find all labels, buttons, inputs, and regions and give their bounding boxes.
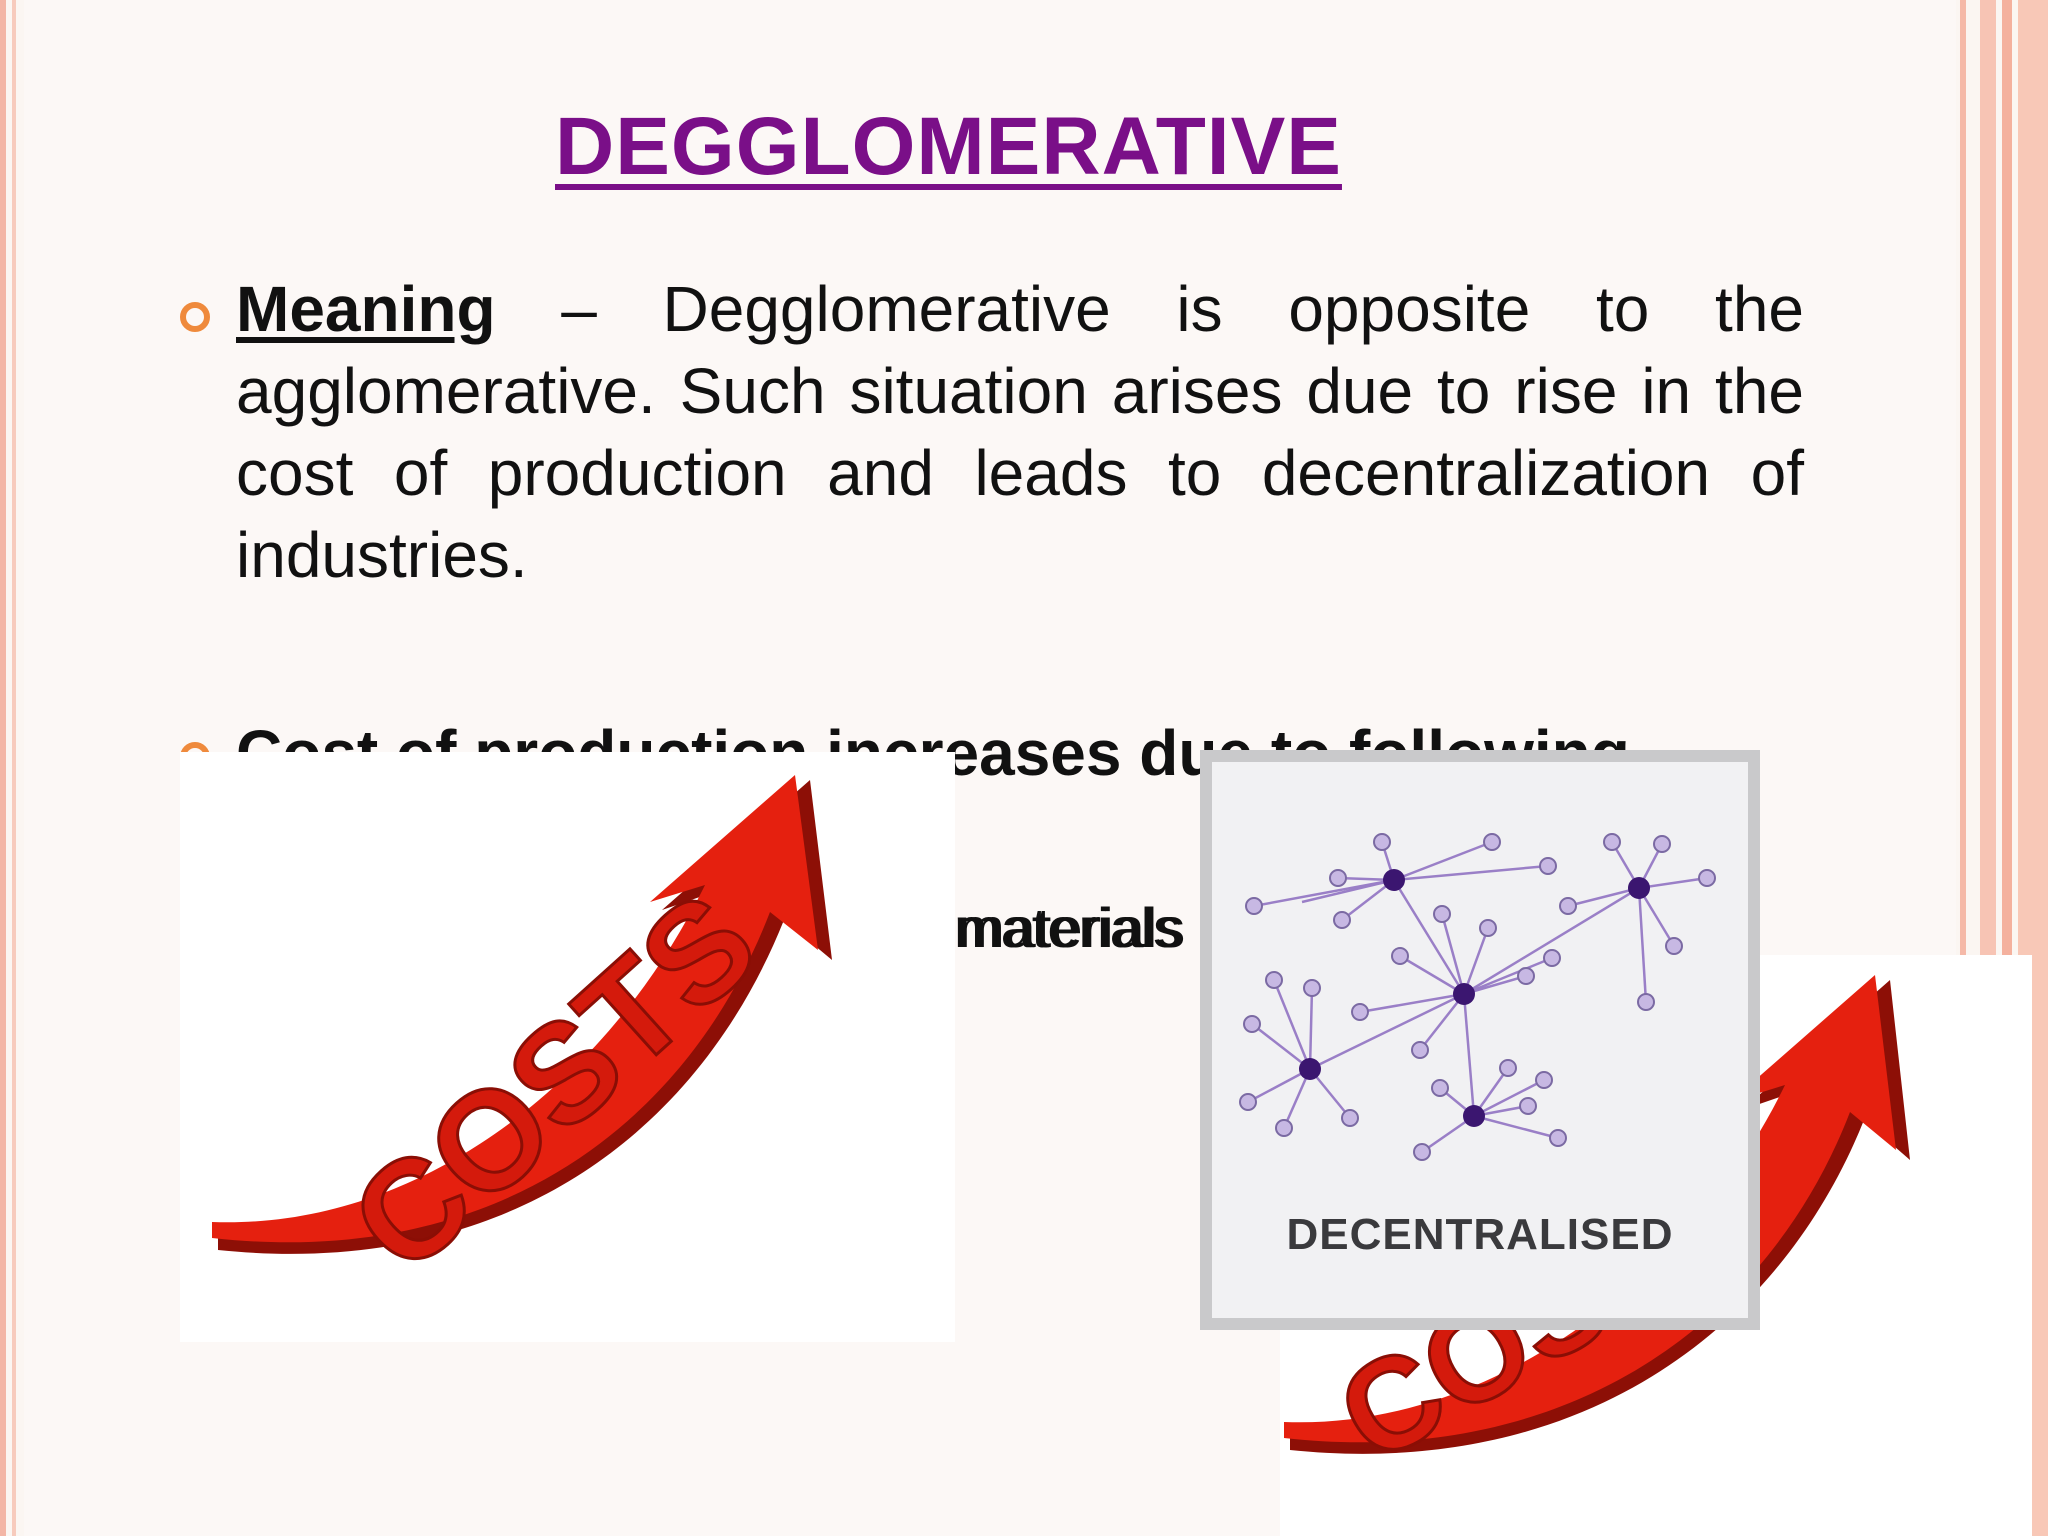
bullet-1-lead: Meaning (236, 273, 496, 345)
arrow-shadow (218, 780, 832, 1254)
costs-arrow-image-left: COSTS (212, 775, 832, 1290)
network-diagram (1239, 833, 1716, 1161)
decentralised-image: DECENTRALISED (1200, 750, 1760, 1330)
bullet-1-paragraph: Meaning – Degglomerative is opposite to … (236, 268, 1804, 596)
bullet-1-text: – Degglomerative is opposite to the aggl… (236, 273, 1804, 591)
arrow-body (212, 775, 818, 1243)
costs-arrow-label-left: COSTS (322, 863, 785, 1290)
decentralised-image-inner: DECENTRALISED (1212, 762, 1748, 1318)
right-border-stripe-3 (2002, 0, 2012, 1536)
bullet-1-icon (180, 302, 210, 332)
left-border-stripe-inner (12, 0, 16, 1536)
partial-materials-text: materials (954, 896, 1182, 959)
slide-title: DEGGLOMERATIVE (555, 101, 1342, 192)
right-border-stripe-1 (1960, 0, 1966, 1536)
decentralised-label: DECENTRALISED (1286, 1210, 1674, 1259)
partial-materials-text-visible: materials (958, 896, 1186, 959)
left-border-stripe (0, 0, 6, 1536)
